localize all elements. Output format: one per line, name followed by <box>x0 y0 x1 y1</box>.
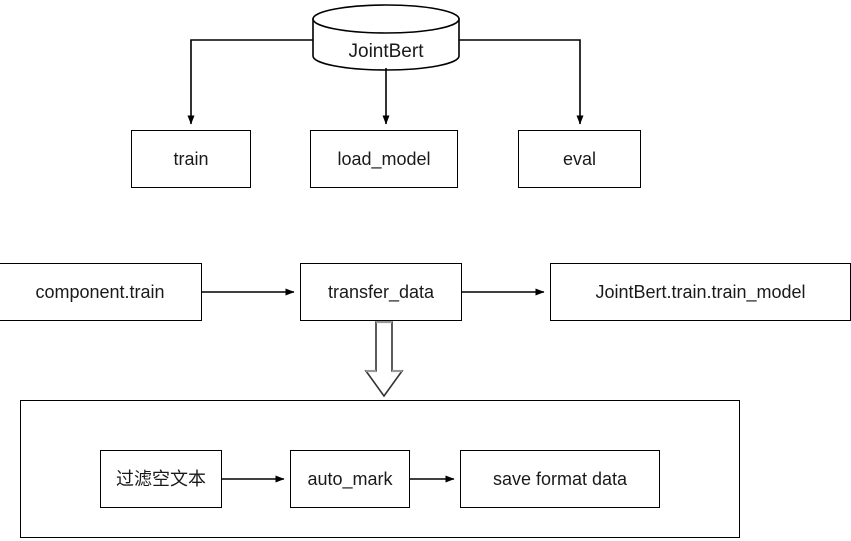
node-filter-empty-text[interactable]: 过滤空文本 <box>100 450 222 508</box>
subprocess-group-container <box>20 400 740 538</box>
node-load-model[interactable]: load_model <box>310 130 458 188</box>
node-auto-mark-label: auto_mark <box>307 468 393 489</box>
block-arrow-down <box>364 320 404 398</box>
jointbert-branch-connectors <box>187 39 584 125</box>
node-train-label: train <box>173 148 209 169</box>
node-save-format-data-label: save format data <box>492 468 628 489</box>
jointbert-label: JointBert <box>348 41 424 62</box>
node-transfer-data[interactable]: transfer_data <box>300 263 462 321</box>
node-filter-empty-text-label: 过滤空文本 <box>116 468 206 489</box>
jointbert-cylinder-shape <box>312 4 460 71</box>
node-load-model-label: load_model <box>337 148 431 169</box>
node-eval[interactable]: eval <box>518 130 641 188</box>
jointbert-node[interactable]: JointBert <box>313 5 459 70</box>
node-component-train-label: component.train <box>35 281 165 302</box>
node-save-format-data[interactable]: save format data <box>460 450 660 508</box>
node-jointbert-train-train-model-label: JointBert.train.train_model <box>595 281 806 302</box>
node-transfer-data-label: transfer_data <box>327 281 435 302</box>
node-auto-mark[interactable]: auto_mark <box>290 450 410 508</box>
node-train[interactable]: train <box>131 130 251 188</box>
node-eval-label: eval <box>562 148 597 169</box>
node-component-train[interactable]: component.train <box>0 263 202 321</box>
node-jointbert-train-train-model[interactable]: JointBert.train.train_model <box>550 263 851 321</box>
